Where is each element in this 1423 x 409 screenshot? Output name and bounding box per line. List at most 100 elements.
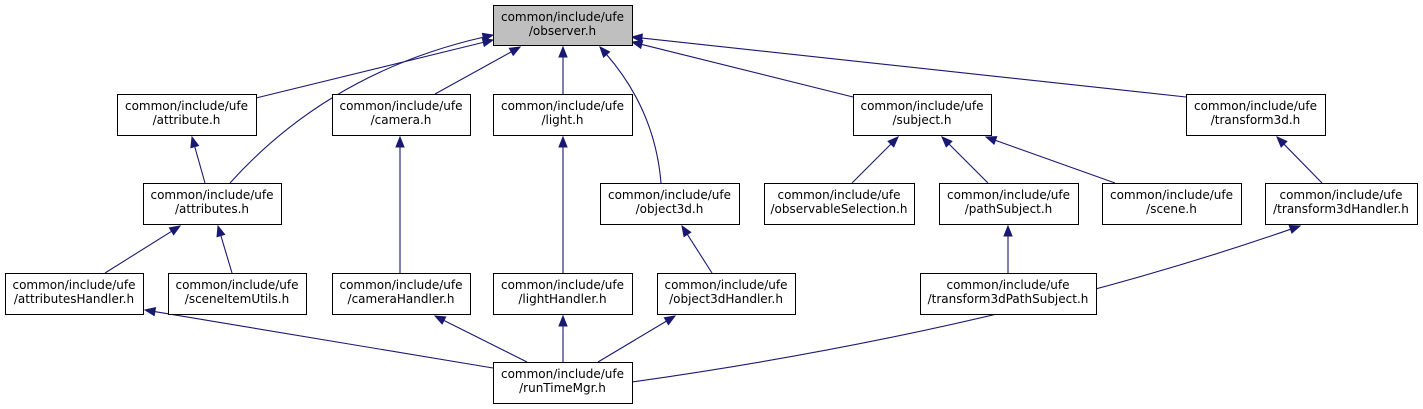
node-box (168, 273, 307, 315)
node-label-file: /pathSubject.h (965, 202, 1053, 216)
node-box (600, 183, 740, 225)
node-label-file: /observableSelection.h (770, 202, 907, 216)
node-object3dHandler[interactable]: common/include/ufe/object3dHandler.h (657, 273, 796, 315)
edge-sceneItemUtils-to-attributes (216, 224, 233, 274)
node-box (1186, 94, 1326, 136)
node-runTimeMgr[interactable]: common/include/ufe/runTimeMgr.h (493, 362, 633, 404)
edge-line (229, 36, 485, 184)
node-box (493, 94, 633, 136)
edge-subject-to-observer (630, 39, 854, 98)
node-attributesHandler[interactable]: common/include/ufe/attributesHandler.h (5, 273, 144, 315)
edge-line (434, 50, 513, 95)
edge-arrowhead (599, 45, 611, 59)
node-label-file: /lightHandler.h (518, 292, 606, 306)
node-label-file: /transform3dPathSubject.h (928, 292, 1089, 306)
node-box (493, 362, 633, 404)
node-box (939, 183, 1079, 225)
node-transform3dPathSubject[interactable]: common/include/ufe/transform3dPathSubjec… (920, 273, 1097, 315)
node-label-file: /runTimeMgr.h (519, 381, 606, 395)
node-label-path: common/include/ufe (501, 10, 624, 24)
node-observer[interactable]: common/include/ufe/observer.h (493, 5, 633, 46)
node-camera[interactable]: common/include/ufe/camera.h (332, 94, 471, 136)
node-label-path: common/include/ufe (339, 99, 462, 113)
edge-arrowhead (630, 33, 643, 43)
node-box (1265, 183, 1418, 225)
node-observableSelection[interactable]: common/include/ufe/observableSelection.h (764, 183, 915, 225)
node-label-path: common/include/ufe (175, 278, 298, 292)
node-cameraHandler[interactable]: common/include/ufe/cameraHandler.h (332, 273, 471, 315)
edge-lightHandler-to-light (558, 135, 568, 273)
node-label-file: /light.h (541, 113, 583, 127)
node-box (5, 273, 144, 315)
nodes-layer: common/include/ufe/observer.hcommon/incl… (5, 5, 1418, 404)
node-label-path: common/include/ufe (664, 278, 787, 292)
edge-attributesHandler-to-attributes (104, 225, 182, 274)
node-attribute[interactable]: common/include/ufe/attribute.h (117, 94, 257, 136)
edge-runTimeMgr-to-object3dHandler (597, 315, 677, 363)
node-box (332, 273, 471, 315)
edge-arrowhead (558, 45, 568, 58)
edge-line (1282, 143, 1323, 184)
edge-arrowhead (941, 136, 953, 148)
edge-pathSubject-to-subject (941, 136, 989, 184)
node-label-file: /observer.h (529, 24, 596, 38)
node-label-path: common/include/ufe (946, 278, 1069, 292)
edge-arrowhead (1276, 136, 1288, 148)
node-attributes[interactable]: common/include/ufe/attributes.h (143, 183, 282, 225)
edge-cameraHandler-to-camera (395, 135, 405, 273)
node-box (853, 94, 992, 136)
edge-scene-to-subject (984, 136, 1116, 184)
edge-object3dHandler-to-object3d (681, 224, 713, 274)
edge-arrowhead (481, 32, 495, 42)
edge-arrowhead (558, 135, 568, 148)
node-box (764, 183, 915, 225)
node-label-file: /transform3dHandler.h (1273, 202, 1409, 216)
node-label-path: common/include/ufe (860, 99, 983, 113)
node-box (117, 94, 257, 136)
edge-arrowhead (143, 307, 157, 317)
edge-attribute-to-observer (255, 37, 495, 99)
node-sceneItemUtils[interactable]: common/include/ufe/sceneItemUtils.h (168, 273, 307, 315)
node-scene[interactable]: common/include/ufe/scene.h (1102, 183, 1242, 225)
node-label-path: common/include/ufe (777, 188, 900, 202)
node-label-file: /sceneItemUtils.h (185, 292, 289, 306)
node-label-file: /attributes.h (175, 202, 249, 216)
node-object3d[interactable]: common/include/ufe/object3d.h (600, 183, 740, 225)
edge-runTimeMgr-to-attributesHandler (143, 307, 494, 369)
node-label-file: /camera.h (371, 113, 432, 127)
edge-arrowhead (168, 225, 182, 236)
node-label-path: common/include/ufe (150, 188, 273, 202)
edge-runTimeMgr-to-cameraHandler (433, 315, 528, 363)
node-box (332, 94, 471, 136)
node-box (493, 5, 633, 46)
edge-arrowhead (984, 136, 998, 145)
node-label-file: /transform3d.h (1211, 113, 1301, 127)
edge-arrowhead (1288, 224, 1302, 234)
node-label-path: common/include/ufe (12, 278, 135, 292)
node-label-path: common/include/ufe (947, 188, 1070, 202)
node-transform3dHandler[interactable]: common/include/ufe/transform3dHandler.h (1265, 183, 1418, 225)
edge-line (640, 43, 854, 98)
node-label-path: common/include/ufe (501, 278, 624, 292)
node-light[interactable]: common/include/ufe/light.h (493, 94, 633, 136)
edge-arrowhead (508, 46, 522, 57)
node-box (143, 183, 282, 225)
edge-arrowhead (395, 135, 405, 148)
node-box (920, 273, 1097, 315)
edge-line (442, 319, 528, 363)
node-label-path: common/include/ufe (1194, 99, 1317, 113)
edge-arrowhead (630, 39, 644, 50)
edge-observableSelection-to-subject (851, 136, 899, 184)
node-label-path: common/include/ufe (608, 188, 731, 202)
node-label-file: /cameraHandler.h (348, 292, 455, 306)
node-lightHandler[interactable]: common/include/ufe/lightHandler.h (493, 273, 633, 315)
edge-line (851, 142, 893, 184)
node-transform3d[interactable]: common/include/ufe/transform3d.h (1186, 94, 1326, 136)
edge-line (994, 139, 1116, 184)
node-pathSubject[interactable]: common/include/ufe/pathSubject.h (939, 183, 1079, 225)
node-subject[interactable]: common/include/ufe/subject.h (853, 94, 992, 136)
node-label-path: common/include/ufe (339, 278, 462, 292)
edge-attributes-to-attribute (190, 135, 206, 184)
edge-transform3dPathSubject-to-pathSubject (1003, 224, 1013, 273)
edge-arrowhead (190, 135, 200, 149)
